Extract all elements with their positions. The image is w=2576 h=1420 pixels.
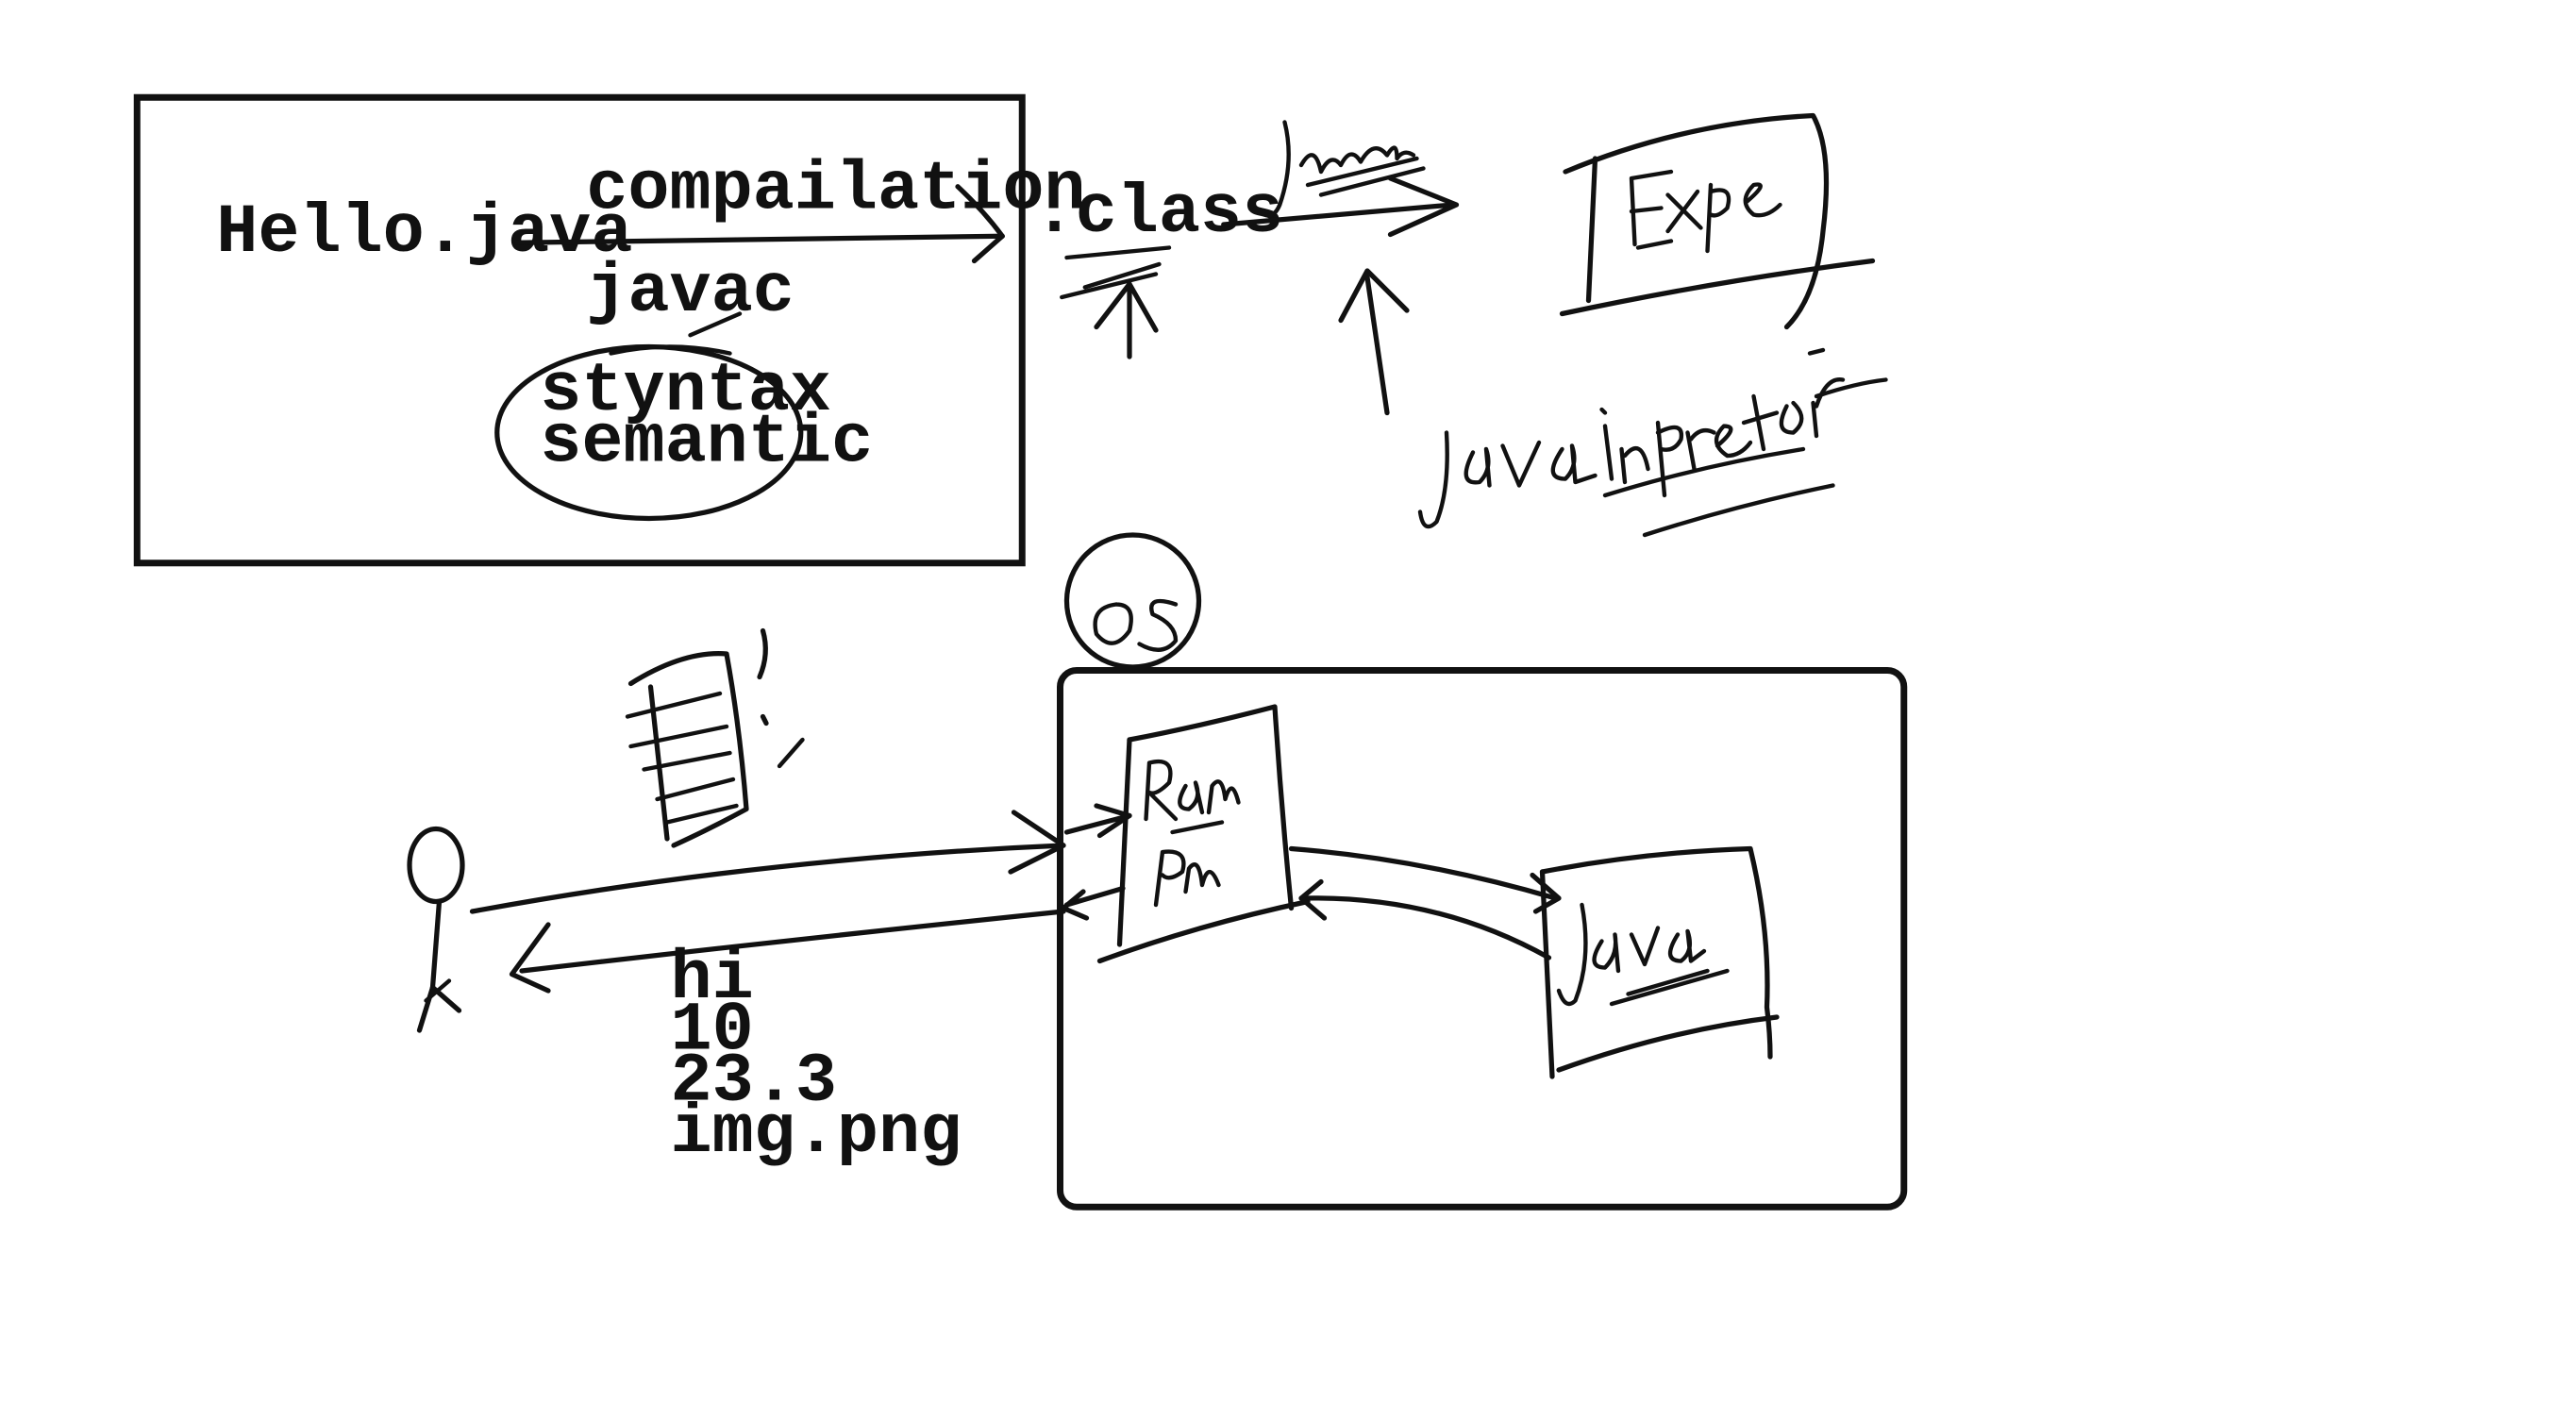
class-file-label: .class — [1034, 175, 1284, 253]
user-figure — [407, 826, 465, 1033]
run-arrow — [1221, 175, 1460, 238]
exe-box — [1559, 112, 1876, 330]
document-icon — [625, 627, 805, 848]
handwritten-java-program — [1556, 902, 1730, 1007]
handwritten-ram-label — [1144, 760, 1241, 835]
class-underline-marks — [1060, 245, 1172, 359]
javac-underline — [688, 311, 743, 338]
input-item: img.png — [671, 1094, 962, 1173]
input-item: 23.3 — [671, 1044, 837, 1122]
javac-label: javac — [586, 254, 795, 332]
compilation-box: Hello.java compailation javac styntax se… — [133, 93, 1086, 567]
user-inputs-list: hi 10 23.3 img.png — [671, 941, 962, 1173]
os-box — [1057, 667, 1908, 1211]
java-program-box — [1539, 845, 1780, 1079]
user-ram-arrows — [469, 803, 1132, 994]
checks-ellipse — [494, 343, 804, 522]
source-file-label: Hello.java — [216, 194, 632, 273]
interpreter-arrow — [1338, 268, 1410, 416]
compile-arrow — [514, 184, 1005, 264]
handwritten-pm-label — [1153, 849, 1221, 908]
ram-box — [1096, 704, 1311, 964]
os-circle — [1063, 532, 1202, 670]
handwritten-java-top — [1252, 120, 1426, 218]
compilation-label: compailation — [586, 152, 1085, 230]
handwritten-exe-label — [1629, 169, 1782, 254]
input-item: 10 — [671, 992, 754, 1070]
syntax-check-label: styntax — [540, 353, 831, 431]
ram-java-arrows — [1288, 845, 1562, 961]
input-item: hi — [671, 941, 754, 1019]
handwritten-java-interpreter — [1417, 347, 1888, 538]
semantic-check-label: semantic — [540, 404, 873, 482]
